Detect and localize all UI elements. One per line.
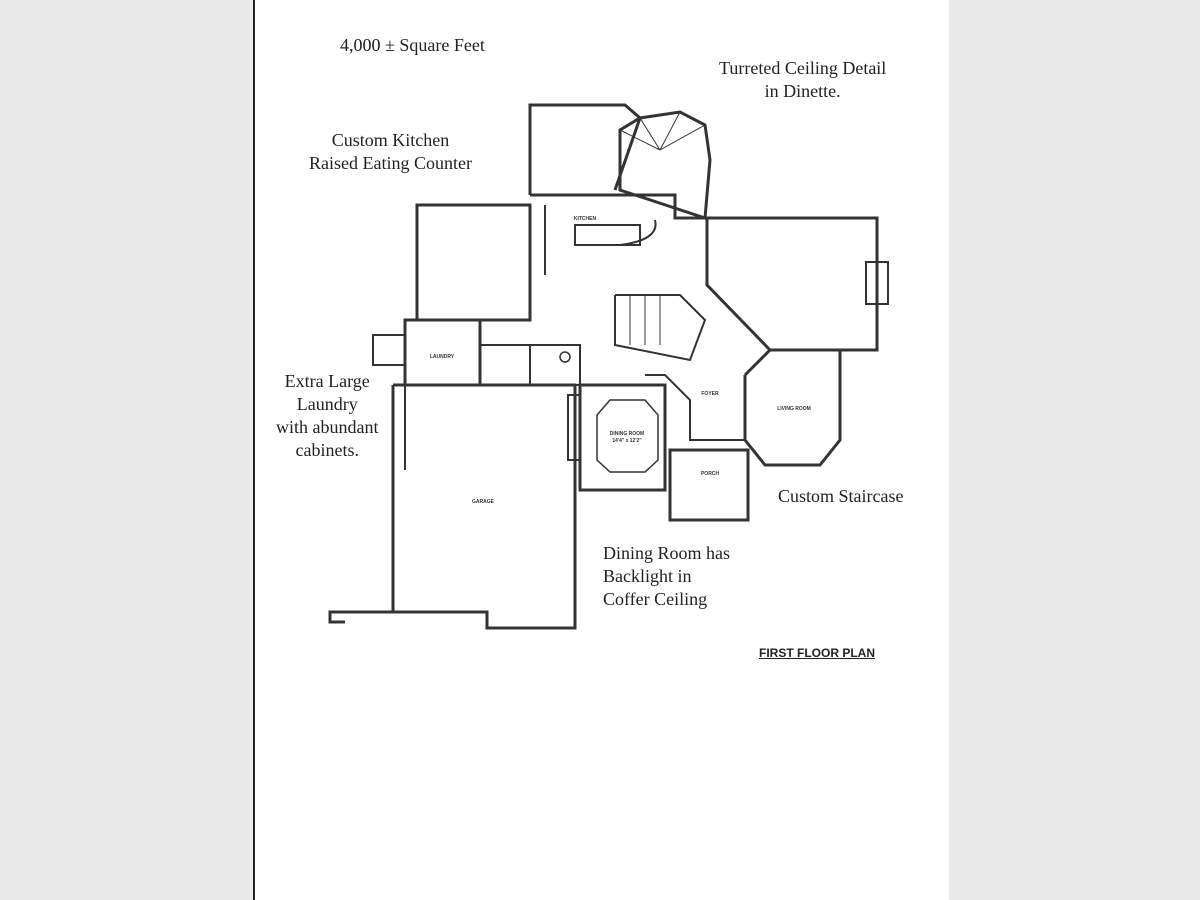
living-room-walls	[743, 348, 842, 467]
room-label-dining: DINING ROOM	[610, 431, 644, 437]
room-label-foyer: FOYER	[701, 391, 719, 397]
family-room-walls	[705, 216, 879, 352]
square-feet-note: 4,000 ± Square Feet	[340, 35, 485, 55]
room-label-kitchen: KITCHEN	[574, 216, 597, 222]
breakfast-walls	[528, 103, 642, 195]
walls	[328, 103, 889, 630]
room-label-dining-size: 14'4" x 12'2"	[612, 438, 642, 444]
laundry-note: Extra Large Laundry with abundant cabine…	[276, 371, 379, 460]
dinette-walls	[618, 110, 712, 221]
dining-note: Dining Room has Backlight in Coffer Ceil…	[603, 543, 731, 609]
turret-note: Turreted Ceiling Detail in Dinette.	[719, 58, 887, 101]
garage-extension	[328, 610, 393, 624]
garage-walls	[391, 383, 577, 630]
laundry-walls	[403, 318, 482, 387]
plan-title: FIRST FLOOR PLAN	[759, 646, 875, 660]
room-label-laundry: LAUNDRY	[430, 354, 455, 360]
staircase-note: Custom Staircase	[778, 486, 904, 506]
porch-walls	[668, 448, 750, 522]
staircase	[614, 294, 707, 362]
study-walls	[415, 203, 532, 322]
room-label-living: LIVING ROOM	[777, 406, 811, 412]
kitchen-walls	[530, 193, 707, 220]
room-label-porch: PORCH	[701, 471, 719, 477]
room-label-garage: GARAGE	[472, 499, 495, 505]
kitchen-note: Custom Kitchen Raised Eating Counter	[309, 130, 472, 173]
foyer-walls	[645, 374, 745, 441]
